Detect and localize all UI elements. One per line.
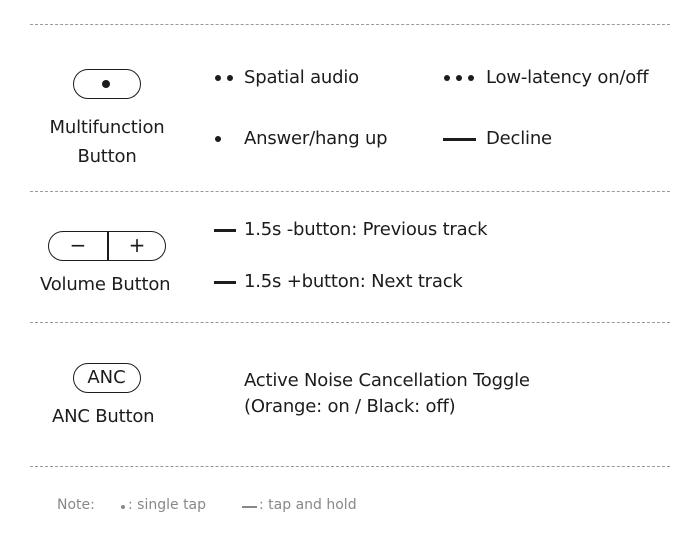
divider-top [30,24,670,25]
hold-minus-action: 1.5s -button: Previous track [244,219,488,240]
volume-label: Volume Button [40,274,171,295]
multifunction-label-line1: Multifunction [49,117,165,138]
hold-minus-icon [214,229,236,232]
hold-plus-icon [214,281,236,284]
legend-dash-icon [242,506,257,508]
multifunction-button-icon [73,69,141,99]
divider-anc [30,466,670,467]
triple-tap-action: Low-latency on/off [486,67,649,88]
divider-multifunction [30,191,670,192]
multifunction-label-line2: Button [77,146,137,167]
hold-icon [443,138,476,141]
plus-icon: + [128,233,146,257]
single-tap-icon [215,136,221,142]
anc-label: ANC Button [52,406,155,427]
minus-icon: − [69,233,87,257]
anc-button-text: ANC [87,367,126,388]
volume-button-icon: − + [48,231,166,261]
hold-action: Decline [486,128,552,149]
divider-volume [30,322,670,323]
single-dot-icon [102,80,110,88]
anc-description-line1: Active Noise Cancellation Toggle [244,370,530,391]
hold-plus-action: 1.5s +button: Next track [244,271,463,292]
note-hold: : tap and hold [259,497,357,513]
single-tap-action: Answer/hang up [244,128,388,149]
legend-dot-icon [121,505,125,509]
note-prefix: Note: [57,497,95,513]
double-tap-action: Spatial audio [244,67,359,88]
anc-description-line2: (Orange: on / Black: off) [244,396,456,417]
anc-button-icon: ANC [73,363,141,393]
note-single-tap: : single tap [128,497,207,513]
multifunction-label: Multifunction Button [32,113,182,171]
volume-button-separator [107,231,109,260]
